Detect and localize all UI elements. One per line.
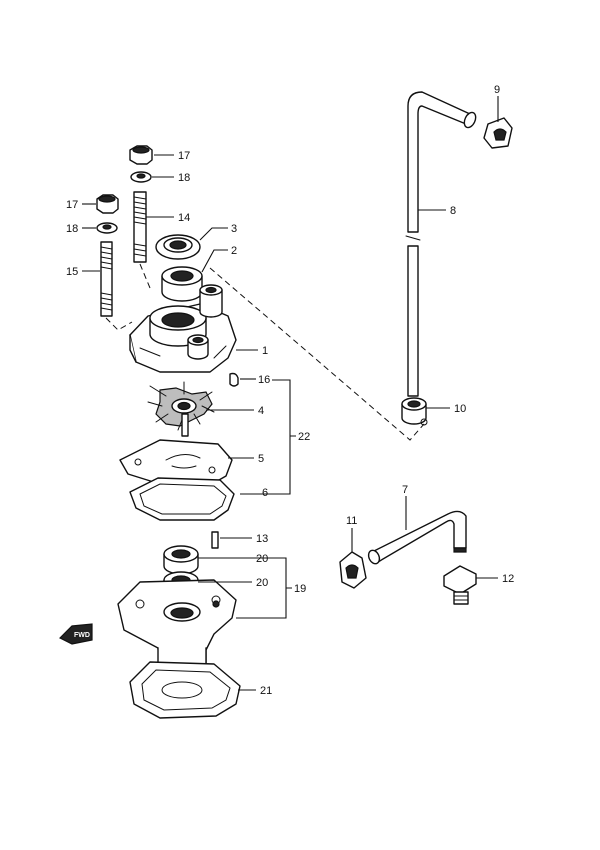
- callout-13: 13: [256, 533, 268, 545]
- callout-6: 6: [262, 487, 268, 499]
- callout-18-top: 18: [178, 172, 190, 184]
- callout-16: 16: [258, 374, 270, 386]
- part-17-nut-left: [96, 194, 119, 214]
- callout-14: 14: [178, 212, 190, 224]
- callout-5: 5: [258, 453, 264, 465]
- group-22-bracket: [240, 379, 296, 495]
- callout-20-upper: 20: [256, 553, 268, 565]
- part-2-seal: [161, 266, 203, 302]
- callout-1: 1: [262, 345, 268, 357]
- callout-19: 19: [294, 583, 306, 595]
- part-4-impeller: [147, 381, 215, 431]
- part-6-gasket: [129, 477, 235, 521]
- part-14-stud: [133, 191, 147, 263]
- part-13-pin: [211, 531, 219, 549]
- impeller-pin: [181, 413, 189, 437]
- forward-direction-arrow: FWD: [58, 623, 93, 645]
- part-7-water-tube: [367, 510, 467, 565]
- part-5-plate: [119, 439, 233, 485]
- callout-4: 4: [258, 405, 264, 417]
- callout-17-top: 17: [178, 150, 190, 162]
- part-18-washer-top: [130, 171, 152, 183]
- part-19-lower-case: [117, 579, 237, 677]
- callout-8: 8: [450, 205, 456, 217]
- callout-20-lower: 20: [256, 577, 268, 589]
- callout-21: 21: [260, 685, 272, 697]
- part-18-washer-left: [96, 222, 118, 234]
- callout-3: 3: [231, 223, 237, 235]
- part-11-grommet: [339, 551, 367, 589]
- case-to-tube-line: [209, 267, 425, 441]
- part-10-grommet: [401, 397, 428, 426]
- callout-18-left: 18: [66, 223, 78, 235]
- group-19-bracket: [232, 557, 292, 619]
- leader-3: [199, 227, 228, 241]
- stud-14-alignment-line: [139, 263, 151, 289]
- callout-10: 10: [454, 403, 466, 415]
- part-21-gasket: [129, 661, 241, 719]
- part-8-water-tube: [405, 91, 477, 397]
- callout-22: 22: [298, 431, 310, 443]
- callout-17-left: 17: [66, 199, 78, 211]
- part-15-stud: [100, 241, 113, 317]
- callout-9: 9: [494, 84, 500, 96]
- part-1-pump-case: [129, 284, 237, 373]
- part-3-oil-seal: [155, 234, 201, 260]
- callout-7: 7: [402, 484, 408, 496]
- part-20-oil-seal-upper: [163, 545, 199, 575]
- part-16-key: [229, 372, 239, 387]
- callout-12: 12: [502, 573, 514, 585]
- callout-2: 2: [231, 245, 237, 257]
- leader-2: [201, 249, 228, 273]
- fwd-label: FWD: [74, 632, 90, 639]
- part-17-nut-top: [129, 145, 153, 165]
- part-12-plug: [443, 565, 477, 605]
- callout-11: 11: [346, 515, 357, 527]
- stud-15-alignment-line: [105, 317, 133, 331]
- callout-15: 15: [66, 266, 78, 278]
- part-9-grommet: [483, 117, 513, 149]
